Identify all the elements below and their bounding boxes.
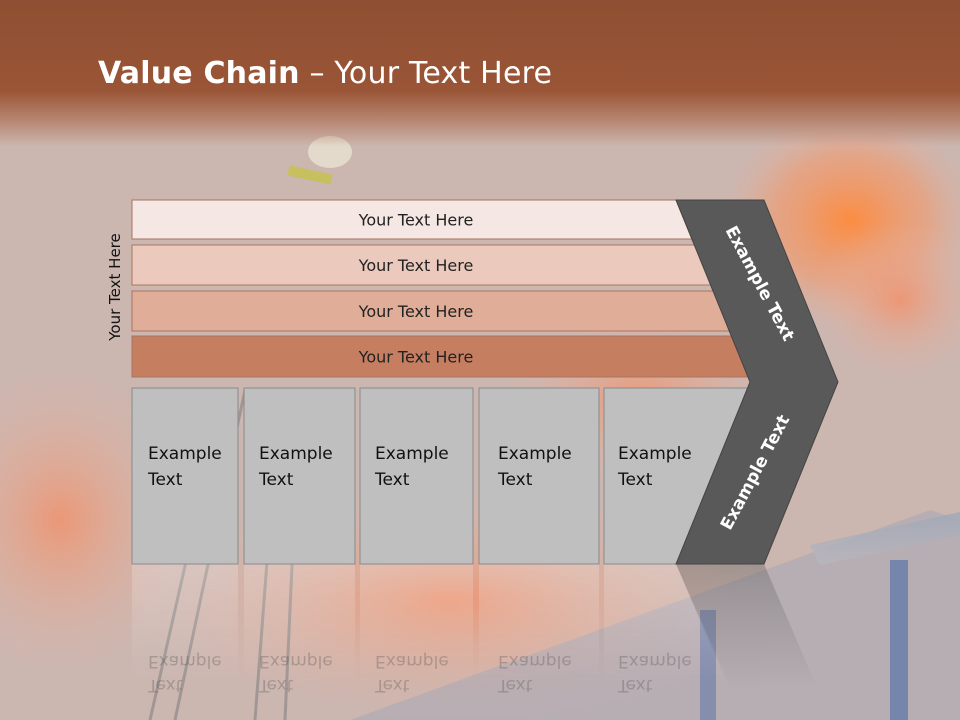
box-2-line2: Text [258, 470, 294, 490]
box-3-line1: Example [375, 444, 449, 464]
box-5-line1: Example [618, 444, 692, 464]
box-2 [243, 387, 356, 565]
reflection: Example Text Example Text Example Text E… [132, 564, 818, 695]
svg-text:Text: Text [147, 675, 183, 695]
title-bold: Value Chain [98, 56, 300, 91]
svg-text:Text: Text [617, 675, 653, 695]
box-3-line2: Text [374, 470, 410, 490]
bar-label-4: Your Text Here [358, 348, 474, 367]
chevron-arrow [675, 199, 839, 565]
svg-text:Example: Example [375, 651, 449, 671]
box-1-line2: Text [147, 470, 183, 490]
svg-text:Text: Text [374, 675, 410, 695]
bar-label-3: Your Text Here [358, 302, 474, 321]
svg-text:Example: Example [618, 651, 692, 671]
svg-text:Example: Example [498, 651, 572, 671]
bar-label-2: Your Text Here [358, 256, 474, 275]
box-4-line2: Text [497, 470, 533, 490]
title-rest: – Your Text Here [299, 56, 553, 91]
svg-text:Text: Text [258, 675, 294, 695]
box-4-line1: Example [498, 444, 572, 464]
box-2-line1: Example [259, 444, 333, 464]
box-3 [359, 387, 474, 565]
box-1-line1: Example [148, 444, 222, 464]
title-bar [0, 0, 960, 146]
bar-label-1: Your Text Here [358, 211, 474, 230]
svg-text:Text: Text [497, 675, 533, 695]
page-title: Value Chain – Your Text Here [98, 56, 552, 91]
svg-text:Example: Example [259, 651, 333, 671]
box-4 [478, 387, 600, 565]
box-5-line2: Text [617, 470, 653, 490]
svg-text:Example: Example [148, 651, 222, 671]
box-1 [131, 387, 239, 565]
